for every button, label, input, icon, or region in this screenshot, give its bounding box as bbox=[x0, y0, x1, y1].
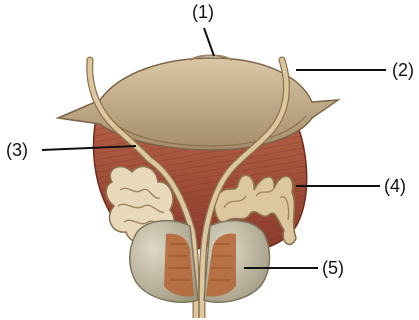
label-5: (5) bbox=[322, 258, 344, 278]
label-2: (2) bbox=[392, 60, 414, 80]
label-1: (1) bbox=[192, 2, 214, 22]
label-3: (3) bbox=[6, 140, 28, 160]
leader-line-1 bbox=[204, 28, 214, 56]
label-4: (4) bbox=[384, 176, 406, 196]
